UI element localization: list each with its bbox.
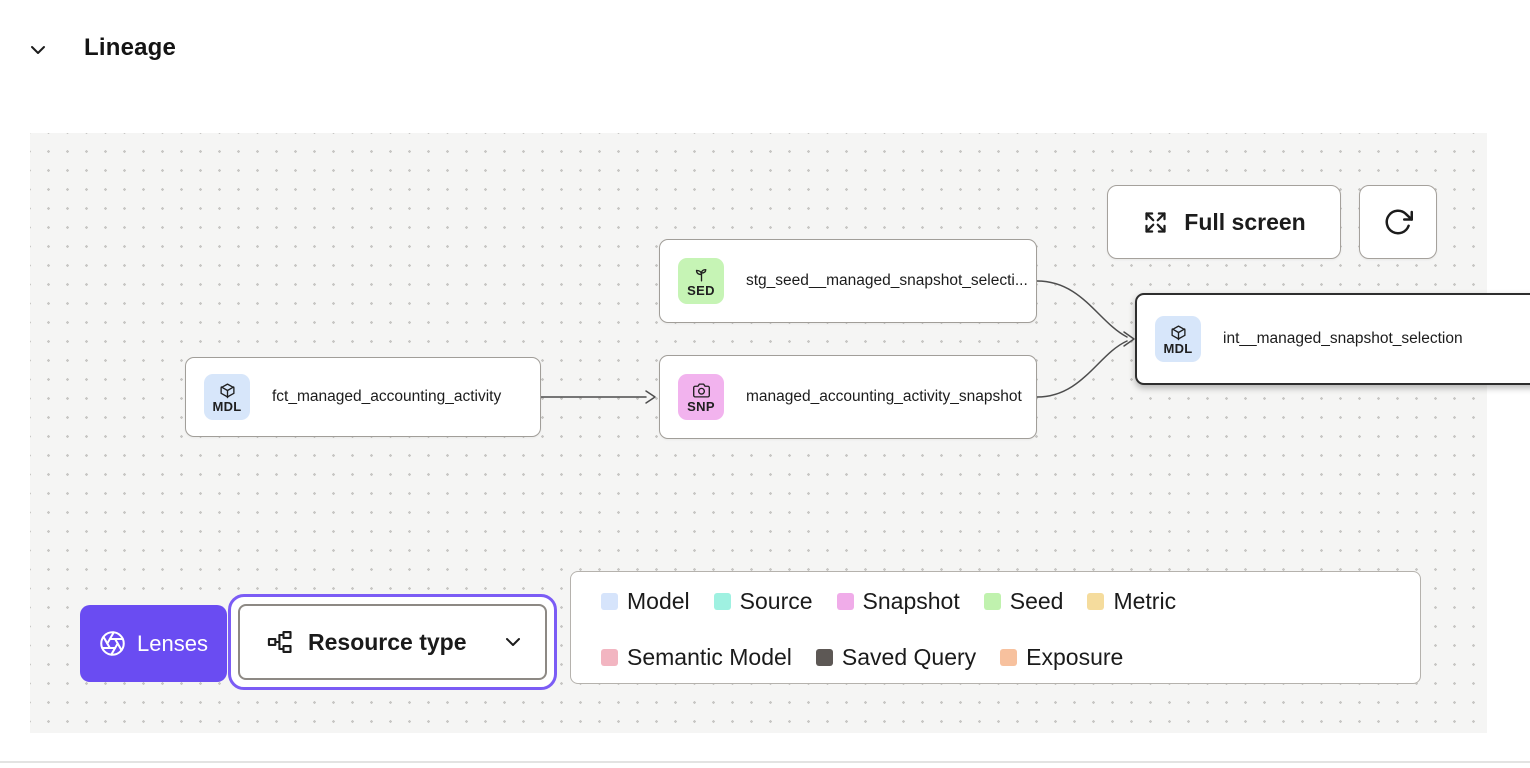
lineage-node-fct-managed-accounting-activity[interactable]: MDL fct_managed_accounting_activity <box>185 357 541 437</box>
legend-row: Model Source Snapshot Seed Metric <box>601 584 1420 618</box>
seed-color-swatch <box>983 592 1001 610</box>
lineage-node-int-managed-snapshot-selection-selected[interactable]: MDL int__managed_snapshot_selection <box>1135 293 1530 385</box>
semantic-model-color-swatch <box>601 648 618 666</box>
legend-item-semantic-model: Semantic Model <box>601 644 792 671</box>
section-collapse-chevron-icon[interactable] <box>26 38 50 62</box>
node-label: fct_managed_accounting_activity <box>272 388 502 405</box>
node-label: int__managed_snapshot_selection <box>1223 330 1463 347</box>
sprout-icon <box>693 266 710 283</box>
exposure-color-swatch <box>1000 648 1018 666</box>
model-badge: MDL <box>1155 316 1201 362</box>
cube-icon <box>219 382 236 399</box>
legend-item-model: Model <box>601 588 690 615</box>
lineage-node-stg-seed-managed-snapshot-selection[interactable]: SED stg_seed__managed_snapshot_selecti..… <box>659 239 1037 323</box>
badge-code: MDL <box>212 398 242 414</box>
badge-code: SED <box>687 282 715 298</box>
legend-item-saved-query: Saved Query <box>815 644 976 671</box>
source-color-swatch <box>713 592 731 610</box>
chevron-down-icon <box>501 630 525 654</box>
legend-item-seed: Seed <box>983 588 1063 615</box>
snapshot-badge: SNP <box>678 374 724 420</box>
expand-arrows-icon <box>1142 209 1169 236</box>
badge-code: SNP <box>687 398 715 414</box>
model-color-swatch <box>601 592 618 610</box>
legend-item-exposure: Exposure <box>1000 644 1123 671</box>
resource-type-label: Resource type <box>308 628 467 655</box>
camera-icon <box>692 382 710 399</box>
snapshot-color-swatch <box>836 592 854 610</box>
legend-item-metric: Metric <box>1087 588 1176 615</box>
full-screen-button[interactable]: Full screen <box>1107 185 1341 259</box>
hierarchy-icon <box>266 628 294 656</box>
lineage-node-managed-accounting-activity-snapshot[interactable]: SNP managed_accounting_activity_snapshot <box>659 355 1037 439</box>
resource-type-dropdown[interactable]: Resource type <box>238 604 547 680</box>
lenses-label: Lenses <box>137 630 208 656</box>
node-label: stg_seed__managed_snapshot_selecti... <box>746 272 1028 289</box>
legend-item-snapshot: Snapshot <box>836 588 960 615</box>
seed-badge: SED <box>678 258 724 304</box>
model-badge: MDL <box>204 374 250 420</box>
saved-query-color-swatch <box>815 648 833 666</box>
metric-color-swatch <box>1087 592 1105 610</box>
legend-row: Semantic Model Saved Query Exposure <box>601 640 1420 674</box>
badge-code: MDL <box>1163 340 1193 356</box>
cube-icon <box>1170 324 1187 341</box>
refresh-icon <box>1383 207 1413 237</box>
full-screen-label: Full screen <box>1184 208 1306 235</box>
legend: Model Source Snapshot Seed Metric Semant… <box>570 571 1421 684</box>
page-title: Lineage <box>84 34 177 61</box>
aperture-icon <box>99 630 126 657</box>
refresh-button[interactable] <box>1359 185 1437 259</box>
legend-item-source: Source <box>713 588 813 615</box>
bottom-divider <box>0 761 1530 763</box>
lenses-button[interactable]: Lenses <box>80 605 227 682</box>
node-label: managed_accounting_activity_snapshot <box>746 388 1022 405</box>
